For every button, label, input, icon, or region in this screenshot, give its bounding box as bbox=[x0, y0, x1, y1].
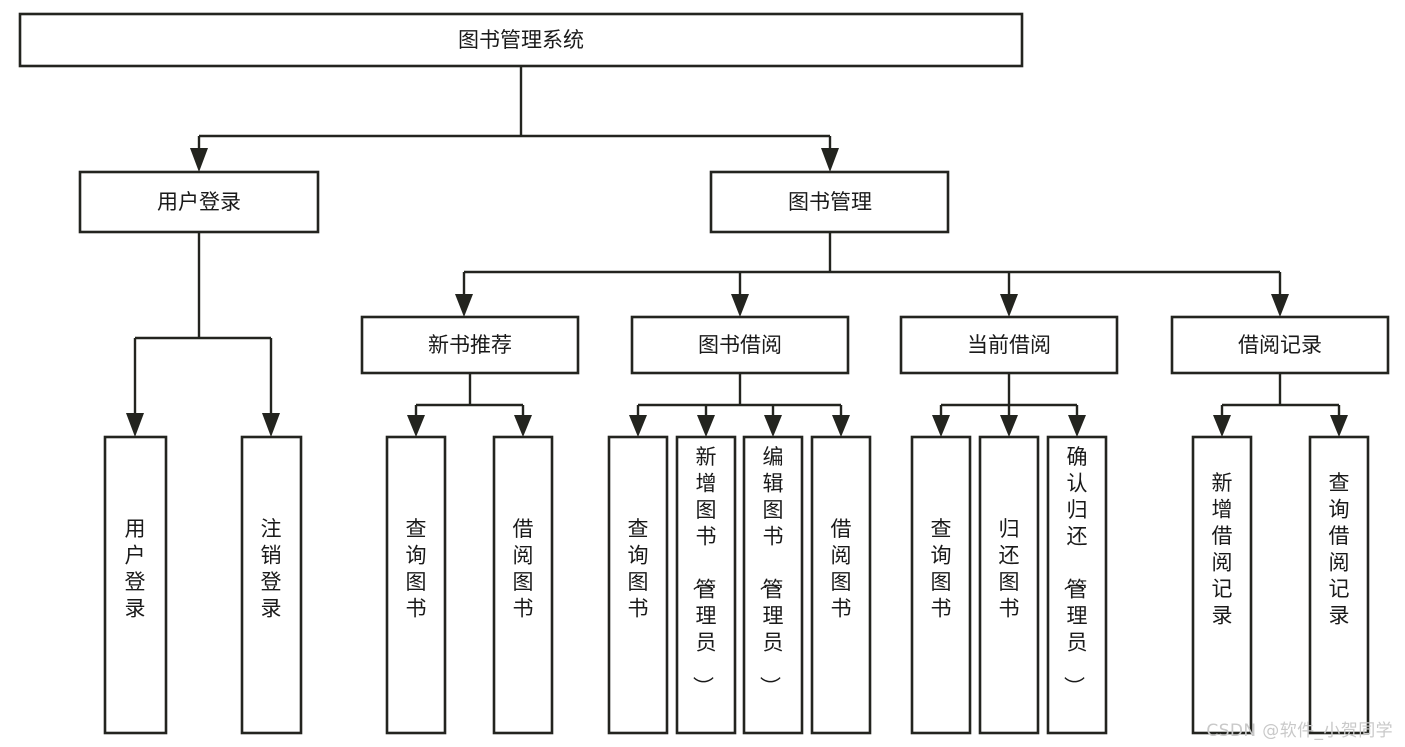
arrow-head-leaf-borrowrecord-1 bbox=[1330, 415, 1348, 437]
leaf-newbook-1-label: 借阅图书 bbox=[513, 517, 534, 621]
node-new-book-recommend-box[interactable] bbox=[360, 315, 580, 375]
arrow-head-leaf-currentborrow-2 bbox=[1068, 415, 1086, 437]
node-user-login[interactable]: 用户登录 bbox=[78, 170, 320, 234]
leaf-node[interactable]: 借阅图书 bbox=[810, 435, 872, 735]
arrow-head-user-login bbox=[190, 148, 208, 172]
leaf-borrowrecord-1-label: 查询借阅记录 bbox=[1329, 471, 1350, 628]
arrow-head-l3-3 bbox=[1271, 294, 1289, 317]
leaf-bookborrow-2-box[interactable] bbox=[742, 435, 804, 735]
leaf-node[interactable]: 归还图书 bbox=[978, 435, 1040, 735]
node-current-borrow[interactable]: 当前借阅 bbox=[899, 315, 1119, 375]
leaf-user-login-1-label: 注销登录 bbox=[261, 517, 282, 621]
leaf-currentborrow-0-box[interactable] bbox=[910, 435, 972, 735]
leaf-node[interactable]: 查询图书 bbox=[910, 435, 972, 735]
leaf-user-login-0-box[interactable] bbox=[103, 435, 168, 735]
node-current-borrow-label: 当前借阅 bbox=[967, 333, 1051, 357]
leaf-node[interactable]: 查询借阅记录 bbox=[1308, 435, 1370, 735]
node-root-label: 图书管理系统 bbox=[458, 28, 584, 52]
arrow-head-l3-2 bbox=[1000, 294, 1018, 317]
connector-group-new-book bbox=[407, 373, 532, 437]
arrow-head-l3-0 bbox=[455, 294, 473, 317]
leaf-newbook-0-label: 查询图书 bbox=[406, 517, 427, 621]
leaf-user-login-0-label: 用户登录 bbox=[125, 517, 146, 621]
node-borrow-record-label: 借阅记录 bbox=[1238, 333, 1322, 357]
arrow-head-leaf-newbook-1 bbox=[514, 415, 532, 437]
leaf-borrowrecord-0-label: 新增借阅记录 bbox=[1212, 471, 1233, 628]
arrow-head-leaf-bookborrow-2 bbox=[764, 415, 782, 437]
connector-group-user-login bbox=[126, 232, 280, 437]
connector-group-current-borrow bbox=[932, 373, 1086, 437]
leaf-bookborrow-3-box[interactable] bbox=[810, 435, 872, 735]
leaf-currentborrow-2-box[interactable] bbox=[1046, 435, 1108, 735]
node-user-login-label: 用户登录 bbox=[157, 190, 241, 214]
leaf-currentborrow-0-label: 查询图书 bbox=[931, 517, 952, 621]
node-new-book-recommend[interactable]: 新书推荐 bbox=[360, 315, 580, 375]
connector-group-root bbox=[190, 66, 839, 172]
arrow-head-leaf-bookborrow-0 bbox=[629, 415, 647, 437]
node-book-borrow[interactable]: 图书借阅 bbox=[630, 315, 850, 375]
connector-group-book-borrow bbox=[629, 373, 850, 437]
leaf-newbook-0-box[interactable] bbox=[385, 435, 447, 735]
connector-group-borrow-record bbox=[1213, 373, 1348, 437]
leaf-node[interactable]: 新增图书（管理员） bbox=[675, 435, 737, 735]
node-book-manage[interactable]: 图书管理 bbox=[709, 170, 950, 234]
csdn-watermark: CSDN @软件_小贺同学 bbox=[1206, 721, 1393, 741]
node-borrow-record-box[interactable] bbox=[1170, 315, 1390, 375]
node-user-login-box[interactable] bbox=[78, 170, 320, 234]
leaf-currentborrow-1-box[interactable] bbox=[978, 435, 1040, 735]
arrow-head-leaf-bookborrow-3 bbox=[832, 415, 850, 437]
node-current-borrow-box[interactable] bbox=[899, 315, 1119, 375]
node-root-box[interactable] bbox=[18, 12, 1024, 68]
connector-group-book-manage bbox=[455, 232, 1289, 317]
leaf-user-login-1-box[interactable] bbox=[240, 435, 303, 735]
node-book-manage-box[interactable] bbox=[709, 170, 950, 234]
arrow-head-leaf-borrowrecord-0 bbox=[1213, 415, 1231, 437]
arrow-head-leaf-newbook-0 bbox=[407, 415, 425, 437]
arrow-head-leaf-user-login-0 bbox=[126, 413, 144, 437]
node-borrow-record[interactable]: 借阅记录 bbox=[1170, 315, 1390, 375]
leaf-node[interactable]: 用户登录 bbox=[103, 435, 168, 735]
leaf-bookborrow-2-label: 编辑图书（管理员） bbox=[758, 445, 784, 697]
leaf-node[interactable]: 编辑图书（管理员） bbox=[742, 435, 804, 735]
leaf-bookborrow-0-box[interactable] bbox=[607, 435, 669, 735]
leaf-borrowrecord-1-box[interactable] bbox=[1308, 435, 1370, 735]
node-book-borrow-box[interactable] bbox=[630, 315, 850, 375]
arrow-head-leaf-currentborrow-0 bbox=[932, 415, 950, 437]
node-book-manage-label: 图书管理 bbox=[788, 190, 872, 214]
leaf-bookborrow-3-label: 借阅图书 bbox=[831, 517, 852, 621]
leaf-bookborrow-1-box[interactable] bbox=[675, 435, 737, 735]
leaf-bookborrow-1-label: 新增图书（管理员） bbox=[691, 445, 717, 697]
arrow-head-leaf-bookborrow-1 bbox=[697, 415, 715, 437]
node-new-book-recommend-label: 新书推荐 bbox=[428, 333, 512, 357]
arrow-head-leaf-currentborrow-1 bbox=[1000, 415, 1018, 437]
leaf-node[interactable]: 查询图书 bbox=[607, 435, 669, 735]
leaf-currentborrow-2-label: 确认归还（管理员） bbox=[1062, 445, 1088, 697]
node-root[interactable]: 图书管理系统 bbox=[18, 12, 1024, 68]
leaf-borrowrecord-0-box[interactable] bbox=[1191, 435, 1253, 735]
leaf-node[interactable]: 注销登录 bbox=[240, 435, 303, 735]
leaf-node[interactable]: 新增借阅记录 bbox=[1191, 435, 1253, 735]
leaf-bookborrow-0-label: 查询图书 bbox=[628, 517, 649, 621]
leaf-newbook-1-box[interactable] bbox=[492, 435, 554, 735]
node-book-borrow-label: 图书借阅 bbox=[698, 333, 782, 357]
leaf-node[interactable]: 查询图书 bbox=[385, 435, 447, 735]
arrow-head-leaf-user-login-1 bbox=[262, 413, 280, 437]
arrow-head-book-manage bbox=[821, 148, 839, 172]
arrow-head-l3-1 bbox=[731, 294, 749, 317]
leaf-currentborrow-1-label: 归还图书 bbox=[999, 517, 1020, 621]
leaf-node[interactable]: 借阅图书 bbox=[492, 435, 554, 735]
leaf-node[interactable]: 确认归还（管理员） bbox=[1046, 435, 1108, 735]
